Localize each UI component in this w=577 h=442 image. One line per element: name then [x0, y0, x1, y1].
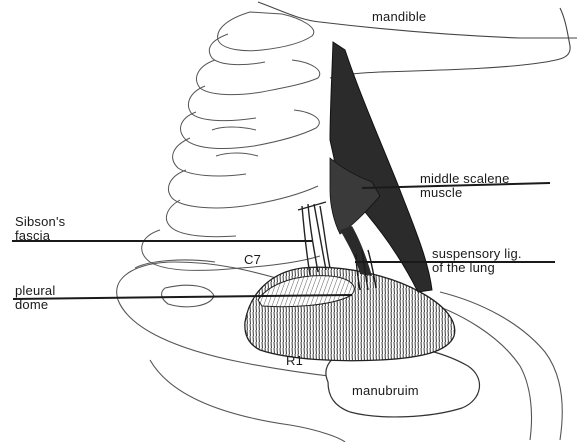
manubrium-label: manubruim: [352, 384, 419, 398]
c7-label: C7: [244, 253, 261, 267]
middle-scalene-label: middle scalene muscle: [420, 172, 510, 200]
suspensory-lig-label: suspensory lig. of the lung: [432, 247, 522, 275]
middle-scalene-label-line1: middle scalene: [420, 172, 510, 186]
sibsons-fascia-label-line2: fascia: [15, 229, 65, 243]
pleural-dome-label: pleural dome: [15, 284, 55, 312]
sibsons-fascia-shape: [298, 202, 330, 275]
suspensory-lig-label-line1: suspensory lig.: [432, 247, 522, 261]
middle-scalene-muscle-shape: [330, 42, 432, 292]
sibsons-fascia-label-line1: Sibson's: [15, 215, 65, 229]
cervical-vertebrae: [142, 12, 320, 270]
suspensory-lig-label-line2: of the lung: [432, 261, 522, 275]
r1-label: R1: [286, 354, 303, 368]
pleural-dome-label-line1: pleural: [15, 284, 55, 298]
middle-scalene-label-line2: muscle: [420, 186, 510, 200]
sibsons-fascia-label: Sibson's fascia: [15, 215, 65, 243]
mandible-label: mandible: [372, 10, 426, 24]
pleural-dome-label-line2: dome: [15, 298, 55, 312]
